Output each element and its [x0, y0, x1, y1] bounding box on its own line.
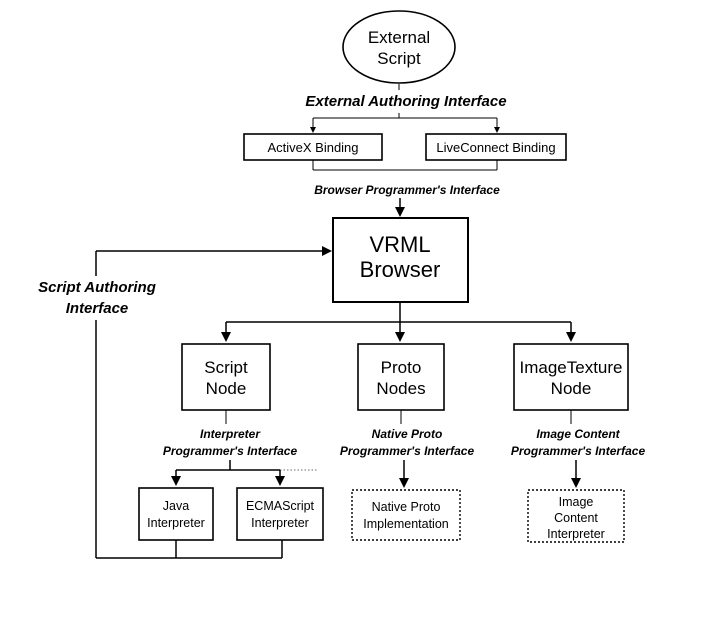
- image-content-interpreter-line-3: Interpreter: [547, 527, 605, 541]
- script-node-box: Script Node: [181, 343, 271, 411]
- native-proto-implementation-box: Native Proto Implementation: [351, 489, 461, 541]
- proto-nodes-line-1: Proto: [381, 358, 422, 377]
- vrml-browser-line-2: Browser: [360, 257, 441, 282]
- java-interpreter-box: Java Interpreter: [138, 487, 214, 541]
- vrml-browser-line-1: VRML: [369, 232, 430, 257]
- imagetexture-node-line-1: ImageTexture: [520, 358, 623, 377]
- script-node-line-1: Script: [204, 358, 248, 377]
- interpreter-programmer-interface-line-2: Programmer's Interface: [163, 444, 298, 458]
- activex-binding-label: ActiveX Binding: [267, 140, 358, 155]
- native-proto-programmer-interface-line-2: Programmer's Interface: [340, 444, 475, 458]
- interpreter-programmer-interface-line-1: Interpreter: [200, 427, 261, 441]
- java-interpreter-line-2: Interpreter: [147, 516, 205, 530]
- ecmascript-interpreter-line-2: Interpreter: [251, 516, 309, 530]
- java-interpreter-line-1: Java: [163, 499, 189, 513]
- external-script-node: External Script: [342, 10, 456, 84]
- imagetexture-node-box: ImageTexture Node: [513, 343, 629, 411]
- liveconnect-binding-label: LiveConnect Binding: [436, 140, 555, 155]
- ecmascript-interpreter-box: ECMAScript Interpreter: [236, 487, 324, 541]
- native-proto-programmer-interface-line-1: Native Proto: [372, 427, 443, 441]
- native-proto-implementation-line-1: Native Proto: [372, 500, 441, 514]
- image-content-interpreter-box: Image Content Interpreter: [527, 489, 625, 543]
- native-proto-implementation-line-2: Implementation: [363, 517, 449, 531]
- proto-nodes-box: Proto Nodes: [357, 343, 445, 411]
- image-content-interpreter-line-1: Image: [559, 495, 594, 509]
- vrml-browser-box: VRML Browser: [332, 217, 469, 303]
- script-authoring-interface-line-2: Interface: [66, 300, 129, 317]
- external-script-line-2: Script: [377, 49, 421, 68]
- imagetexture-node-line-2: Node: [551, 379, 592, 398]
- script-authoring-interface-line-1: Script Authoring: [38, 279, 156, 296]
- image-content-programmer-interface-line-1: Image Content: [536, 427, 620, 441]
- liveconnect-binding-box: LiveConnect Binding: [425, 133, 567, 161]
- script-node-line-2: Node: [206, 379, 247, 398]
- external-script-line-1: External: [368, 28, 430, 47]
- image-content-programmer-interface-line-2: Programmer's Interface: [511, 444, 646, 458]
- ecmascript-interpreter-line-1: ECMAScript: [246, 499, 315, 513]
- proto-nodes-line-2: Nodes: [376, 379, 425, 398]
- external-authoring-interface-label: External Authoring Interface: [305, 93, 506, 110]
- image-content-interpreter-line-2: Content: [554, 511, 598, 525]
- activex-binding-box: ActiveX Binding: [243, 133, 383, 161]
- browser-programmer-interface-label: Browser Programmer's Interface: [314, 183, 500, 197]
